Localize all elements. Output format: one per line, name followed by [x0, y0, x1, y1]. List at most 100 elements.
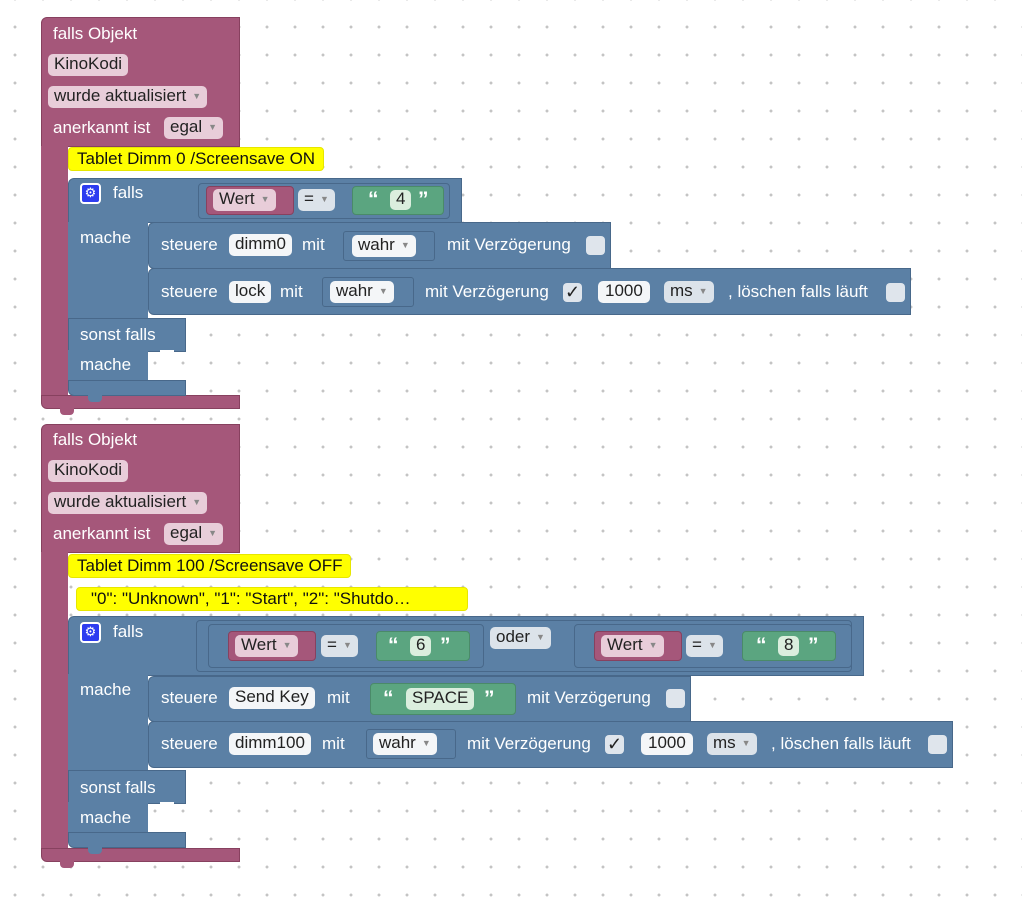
operator-text: = — [327, 635, 337, 654]
variable-dropdown[interactable]: Wert ▼ — [235, 635, 298, 657]
target-object-field[interactable]: dimm100 — [229, 733, 311, 755]
variable-name: Wert — [607, 635, 643, 654]
trigger-dropdown[interactable]: wurde aktualisiert ▼ — [48, 86, 208, 108]
unit-dropdown[interactable]: ms ▼ — [707, 733, 757, 755]
if-block-spine — [68, 222, 148, 322]
comment-text: "0": "Unknown", "1": "Start", "2": "Shut… — [91, 589, 411, 608]
text-value-field[interactable]: 8 — [778, 635, 800, 656]
connector-notch — [88, 847, 102, 854]
dropdown-arrow-icon: ▼ — [741, 738, 751, 748]
unit-dropdown[interactable]: ms▼ — [664, 281, 714, 303]
delay-value-field[interactable]: 1000 — [598, 281, 650, 303]
statement-verb: steuere — [161, 734, 218, 753]
comment-bubble[interactable]: Tablet Dimm 100 /Screensave OFF — [68, 554, 352, 578]
if-block-footer — [68, 380, 186, 396]
do-label: mache — [80, 228, 132, 247]
comment-bubble-2[interactable]: "0": "Unknown", "1": "Start", "2": "Shut… — [76, 587, 468, 611]
boolean-dropdown[interactable]: wahr▼ — [373, 733, 437, 755]
open-quote-icon: “ — [368, 188, 379, 211]
dropdown-arrow-icon: ▼ — [208, 122, 218, 132]
unit-text: ms — [713, 733, 736, 752]
gear-icon[interactable]: ⚙ — [80, 622, 101, 643]
delay-label: mit Verzögerung — [425, 282, 549, 301]
delay-value-field[interactable]: 1000 — [641, 733, 693, 755]
dropdown-arrow-icon: ▼ — [342, 640, 352, 650]
object-id-text: KinoKodi — [54, 54, 123, 73]
dropdown-arrow-icon: ▼ — [208, 528, 218, 538]
text-value-field[interactable]: 6 — [410, 636, 432, 656]
text-value: 8 — [784, 635, 794, 654]
clear-running-checkbox[interactable] — [886, 283, 905, 302]
operator-dropdown[interactable]: =▼ — [686, 635, 723, 657]
delay-label: mit Verzögerung — [467, 734, 591, 753]
unit-text: ms — [670, 281, 693, 300]
boolean-dropdown[interactable]: wahr ▼ — [330, 281, 394, 303]
trigger-text: wurde aktualisiert — [54, 492, 187, 511]
control-statement-2[interactable] — [148, 268, 911, 315]
operator-text: = — [304, 189, 314, 208]
with-label: mit — [302, 235, 325, 254]
ack-text: egal — [170, 523, 203, 542]
delay-checkbox[interactable] — [586, 236, 605, 255]
boolean-text: wahr — [336, 281, 373, 300]
with-label: mit — [280, 282, 303, 301]
boolean-dropdown[interactable]: wahr▼ — [352, 235, 416, 257]
variable-dropdown[interactable]: Wert▼ — [213, 189, 276, 211]
event-title: falls Objekt — [53, 430, 138, 449]
close-quote-icon: ” — [808, 634, 819, 657]
trigger-text: wurde aktualisiert — [54, 86, 187, 105]
dropdown-arrow-icon: ▼ — [378, 286, 388, 296]
text-value-field[interactable]: SPACE — [406, 688, 475, 710]
delay-value: 1000 — [605, 281, 643, 300]
if-label: falls — [113, 183, 144, 202]
event-block-spine — [41, 146, 68, 396]
trigger-dropdown[interactable]: wurde aktualisiert▼ — [48, 492, 208, 514]
variable-name: Wert — [241, 635, 277, 654]
target-object-text: dimm100 — [235, 733, 305, 752]
dropdown-arrow-icon: ▼ — [536, 632, 545, 642]
dropdown-arrow-icon: ▼ — [192, 91, 202, 101]
statement-verb: steuere — [161, 235, 218, 254]
text-value: SPACE — [412, 688, 469, 707]
delay-checkbox[interactable] — [666, 689, 685, 708]
text-value-field[interactable]: 4 — [390, 190, 412, 210]
ack-label: anerkannt ist — [53, 118, 151, 137]
target-object-field[interactable]: dimm0 — [229, 234, 293, 256]
object-id-field[interactable]: KinoKodi — [48, 460, 129, 482]
delay-checkbox[interactable]: ✓ — [605, 735, 624, 754]
connector-notch — [60, 408, 74, 415]
statement-slot-notch — [160, 802, 174, 809]
target-object-field[interactable]: lock — [229, 281, 272, 303]
comment-bubble[interactable]: Tablet Dimm 0 /Screensave ON — [68, 147, 325, 171]
statement-slot-notch — [160, 350, 174, 357]
ack-label: anerkannt ist — [53, 524, 151, 543]
dropdown-arrow-icon: ▼ — [648, 640, 658, 650]
variable-dropdown[interactable]: Wert ▼ — [601, 635, 664, 657]
if-block-spine — [68, 674, 148, 774]
ack-dropdown[interactable]: egal ▼ — [164, 523, 224, 545]
else-do-label: mache — [80, 355, 132, 374]
comment-text: Tablet Dimm 0 /Screensave ON — [77, 149, 316, 168]
ack-dropdown[interactable]: egal ▼ — [164, 117, 224, 139]
clear-running-checkbox[interactable] — [928, 735, 947, 754]
object-id-field[interactable]: KinoKodi — [48, 54, 129, 76]
target-object-field[interactable]: Send Key — [229, 687, 315, 709]
gear-icon[interactable]: ⚙ — [80, 183, 101, 204]
delay-checkbox[interactable]: ✓ — [563, 283, 582, 302]
clear-label: , löschen falls läuft — [728, 282, 868, 301]
open-quote-icon: “ — [383, 687, 394, 710]
target-object-text: Send Key — [235, 687, 309, 706]
event-block-footer — [41, 848, 240, 862]
with-label: mit — [327, 688, 350, 707]
operator-dropdown[interactable]: =▼ — [298, 189, 335, 211]
event-block-footer — [41, 395, 240, 409]
ack-text: egal — [170, 117, 203, 136]
logic-operator-dropdown[interactable]: oder▼ — [490, 627, 551, 649]
dropdown-arrow-icon: ▼ — [282, 640, 292, 650]
clear-label: , löschen falls läuft — [771, 734, 911, 753]
open-quote-icon: “ — [756, 634, 767, 657]
if-label: falls — [113, 622, 144, 641]
target-object-text: lock — [235, 281, 266, 300]
delay-value: 1000 — [648, 733, 686, 752]
operator-dropdown[interactable]: =▼ — [321, 635, 358, 657]
